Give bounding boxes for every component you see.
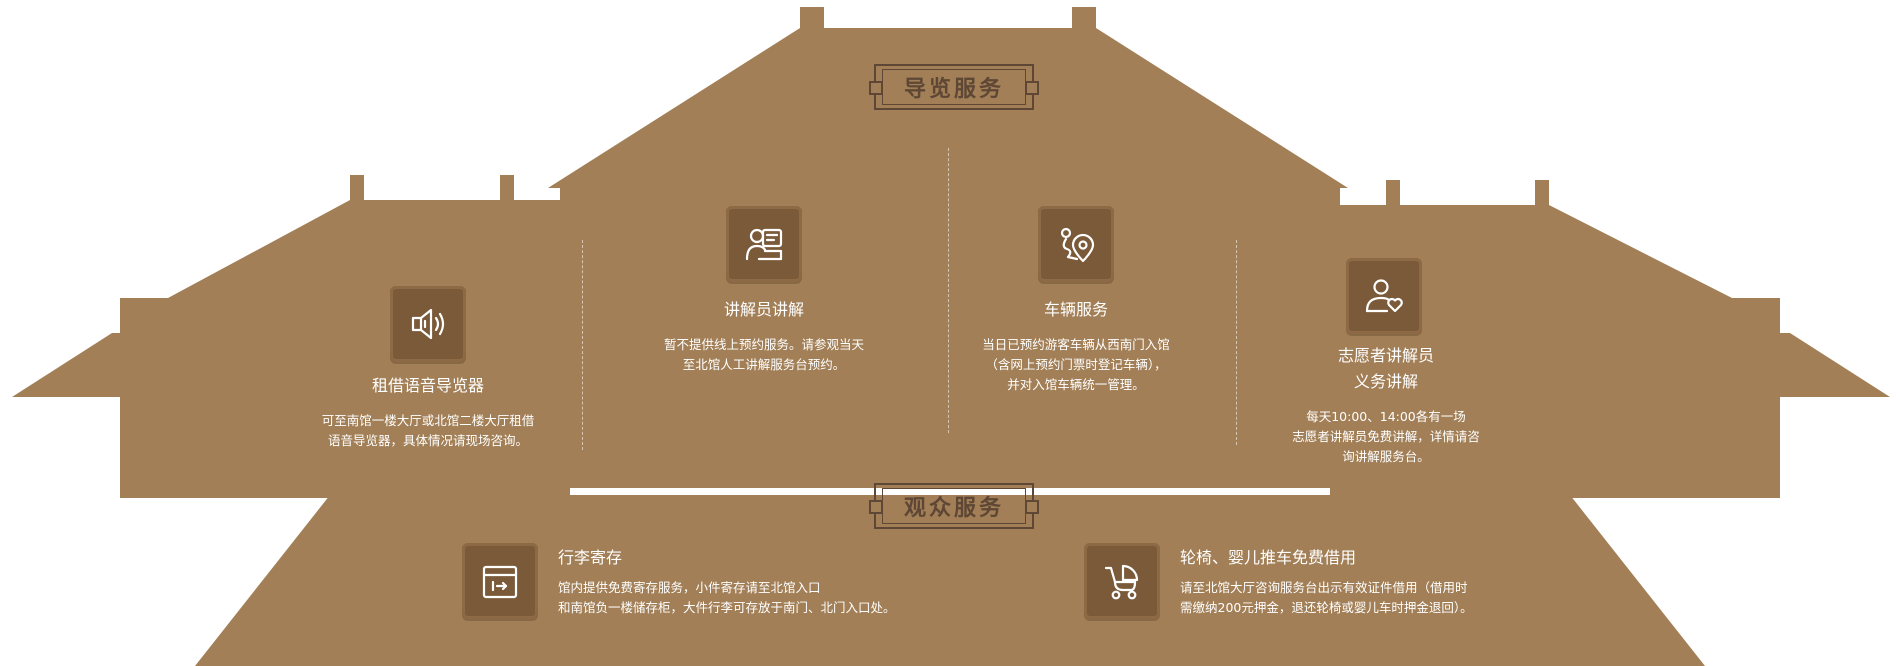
service-luggage-storage: 行李寄存 馆内提供免费寄存服务，小件寄存请至北馆入口 和南馆负一楼储存柜，大件行… bbox=[558, 546, 978, 618]
volunteer-icon bbox=[1365, 279, 1403, 313]
right-roof-finial-a bbox=[1386, 180, 1400, 212]
route-pin-icon bbox=[1060, 227, 1095, 263]
service-wheelchair-stroller: 轮椅、婴儿推车免费借用 请至北馆大厅咨询服务台出示有效证件借用（借用时 需缴纳2… bbox=[1180, 546, 1600, 618]
service-name: 行李寄存 bbox=[558, 548, 623, 567]
volunteer-icon-box bbox=[1346, 258, 1422, 334]
service-description: 当日已预约游客车辆从西南门入馆 （含网上预约门票时登记车辆）， 并对入馆车辆统一… bbox=[982, 337, 1170, 392]
speaker-icon bbox=[411, 308, 445, 340]
audio-guide-icon-box bbox=[390, 286, 466, 362]
vehicle-icon-box bbox=[1038, 206, 1114, 282]
bottom-hall bbox=[195, 495, 1705, 666]
guide-person-icon bbox=[745, 228, 783, 261]
service-docent: 讲解员讲解 暂不提供线上预约服务。请参观当天 至北馆人工讲解服务台预约。 bbox=[614, 297, 914, 375]
central-body bbox=[560, 188, 1340, 488]
luggage-storage-icon bbox=[482, 565, 518, 599]
stroller-icon bbox=[1104, 564, 1139, 600]
right-roof-finial-b bbox=[1535, 180, 1549, 212]
service-description: 暂不提供线上预约服务。请参观当天 至北馆人工讲解服务台预约。 bbox=[663, 337, 864, 372]
divider bbox=[1236, 240, 1237, 445]
service-name: 志愿者讲解员 义务讲解 bbox=[1337, 346, 1434, 391]
left-roof-finial-a bbox=[350, 175, 364, 207]
service-description: 每天10:00、14:00各有一场 志愿者讲解员免费讲解，详情请咨 询讲解服务台… bbox=[1292, 409, 1480, 464]
guide-services-title: 导览服务 bbox=[903, 76, 1004, 102]
guide-services-title-badge: 导览服务 bbox=[869, 64, 1039, 110]
left-roof-finial-b bbox=[500, 175, 514, 207]
service-description: 可至南馆一楼大厅或北馆二楼大厅租借 语音导览器，具体情况请现场咨询。 bbox=[321, 413, 535, 448]
service-volunteer: 志愿者讲解员 义务讲解 每天10:00、14:00各有一场 志愿者讲解员免费讲解… bbox=[1238, 343, 1534, 467]
service-description: 请至北馆大厅咨询服务台出示有效证件借用（借用时 需缴纳200元押金，退还轮椅或婴… bbox=[1180, 580, 1473, 615]
service-name: 轮椅、婴儿推车免费借用 bbox=[1180, 548, 1357, 567]
right-wing-roof bbox=[1340, 205, 1732, 298]
service-name: 租借语音导览器 bbox=[371, 376, 484, 395]
stroller-icon-box bbox=[1084, 543, 1160, 619]
service-vehicle: 车辆服务 当日已预约游客车辆从西南门入馆 （含网上预约门票时登记车辆）， 并对入… bbox=[932, 297, 1220, 395]
service-description: 馆内提供免费寄存服务，小件寄存请至北馆入口 和南馆负一楼储存柜，大件行李可存放于… bbox=[558, 580, 896, 615]
audience-services-title-badge: 观众服务 bbox=[869, 483, 1039, 529]
divider bbox=[582, 240, 583, 450]
left-wing-roof bbox=[168, 200, 560, 298]
left-body bbox=[120, 298, 570, 498]
audience-services-title: 观众服务 bbox=[903, 495, 1004, 521]
docent-icon-box bbox=[726, 206, 802, 282]
service-audio-guide: 租借语音导览器 可至南馆一楼大厅或北馆二楼大厅租借 语音导览器，具体情况请现场咨… bbox=[280, 373, 576, 451]
service-name: 车辆服务 bbox=[1043, 300, 1108, 319]
service-name: 讲解员讲解 bbox=[723, 300, 804, 319]
divider bbox=[948, 148, 949, 433]
luggage-icon-box bbox=[462, 543, 538, 619]
